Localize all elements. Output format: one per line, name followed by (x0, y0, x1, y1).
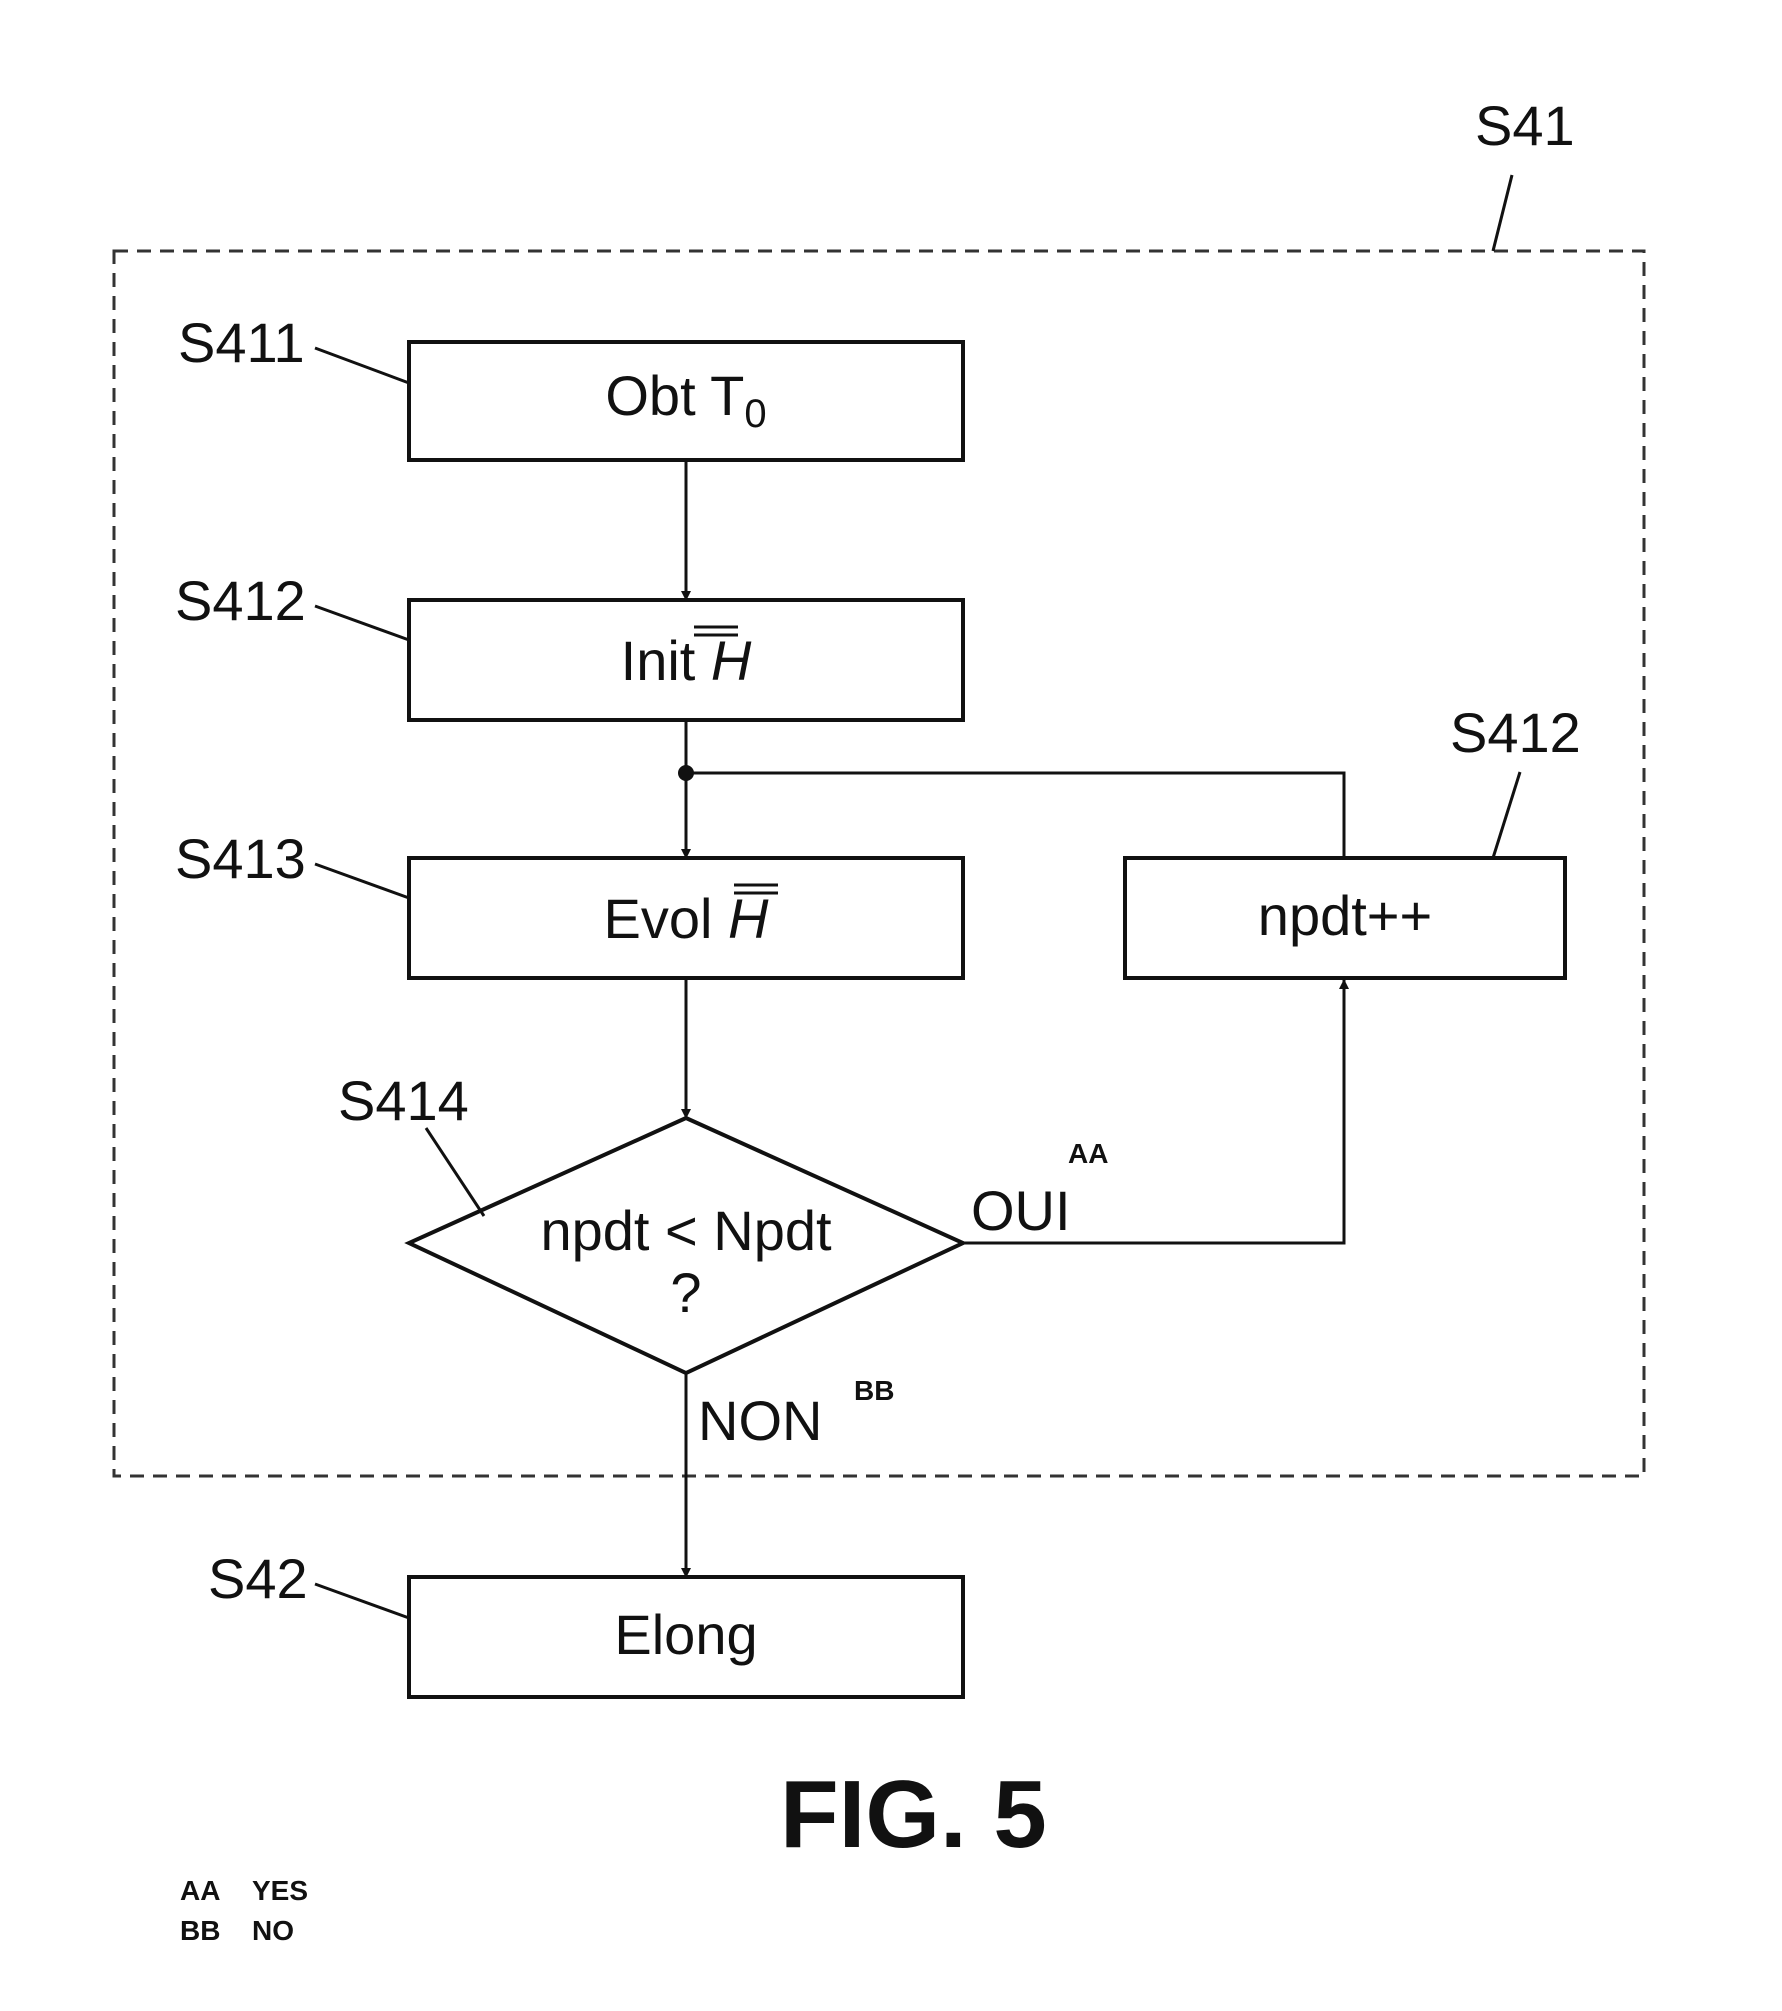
decision-question-mark: ? (670, 1261, 701, 1324)
step-evol-box (407, 856, 965, 980)
figure-caption: FIG. 5 (780, 1761, 1047, 1868)
step-increment-text: npdt++ (1258, 884, 1432, 947)
step-s411-leader (314, 346, 410, 385)
branch-yes-label: OUI (971, 1179, 1071, 1242)
loop-return-line (686, 771, 1346, 858)
step-s42-leader (314, 1582, 410, 1620)
group-s41-leader (1491, 174, 1514, 252)
branch-no-marker: BB (854, 1375, 894, 1406)
step-s412-leader (314, 604, 410, 642)
step-evol-double-bar (734, 883, 778, 895)
step-init-box (407, 598, 965, 722)
legend-value-yes: YES (252, 1875, 308, 1906)
step-evol-text: Evol H (604, 887, 770, 950)
decision-condition: npdt < Npdt (540, 1199, 832, 1262)
step-s411-ref: S411 (178, 311, 305, 374)
legend-key-aa: AA (180, 1875, 220, 1906)
step-obt-text: Obt T0 (605, 364, 766, 436)
step-evol-symbol: H (728, 887, 769, 950)
step-s42-ref: S42 (208, 1547, 308, 1610)
step-obt-main: Obt T (605, 364, 744, 427)
step-s412-ref: S412 (175, 569, 306, 632)
step-elong-text: Elong (614, 1603, 757, 1666)
step-s414-leader (424, 1127, 486, 1217)
step-evol-main: Evol (604, 887, 729, 950)
legend-value-no: NO (252, 1915, 294, 1946)
step-s413-leader (314, 862, 410, 900)
step-init-double-bar (694, 625, 738, 637)
branch-yes-marker: AA (1068, 1138, 1108, 1169)
group-s41-label: S41 (1475, 94, 1575, 157)
step-increment-leader (1491, 771, 1522, 859)
step-s414-ref: S414 (338, 1069, 469, 1132)
step-init-symbol: H (711, 629, 752, 692)
step-init-main: Init (621, 629, 711, 692)
step-init-text: Init H (621, 629, 752, 692)
step-increment-ref: S412 (1450, 701, 1581, 764)
step-s413-ref: S413 (175, 827, 306, 890)
arrow-yes-to-increment (963, 979, 1349, 1245)
group-s41-border (112, 249, 1646, 1478)
step-obt-subscript: 0 (744, 392, 766, 436)
legend-key-bb: BB (180, 1915, 220, 1946)
step-elong-box (407, 1575, 965, 1699)
branch-no-label: NON (698, 1389, 822, 1452)
step-increment-box (1123, 856, 1567, 980)
